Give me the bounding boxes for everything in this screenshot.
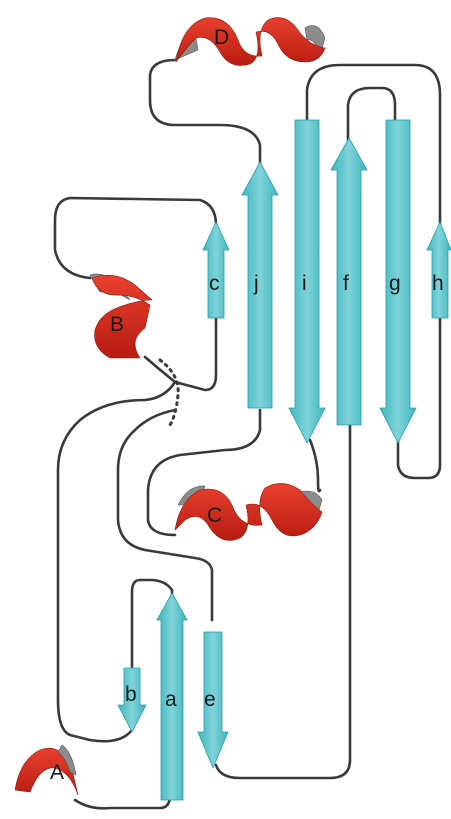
strand-e: e: [197, 631, 229, 770]
strand-c: c: [202, 221, 230, 319]
strand-i: i: [288, 119, 326, 444]
strand-label-a: a: [165, 688, 177, 711]
strand-label-b: b: [125, 683, 137, 706]
strand-f: f: [330, 137, 368, 426]
strand-a: a: [156, 592, 188, 801]
strand-label-e: e: [204, 688, 216, 711]
helix-label-A: A: [50, 761, 64, 784]
strand-label-j: j: [253, 272, 259, 295]
strand-label-g: g: [389, 272, 401, 295]
helix-D: D: [174, 17, 326, 66]
strand-g: g: [379, 119, 417, 444]
strand-h: h: [426, 220, 451, 319]
disordered-segment: [158, 358, 180, 427]
strand-label-h: h: [432, 272, 444, 295]
helix-label-D: D: [214, 26, 229, 49]
helix-label-B: B: [110, 313, 124, 336]
strand-label-i: i: [302, 272, 307, 295]
strand-j: j: [241, 161, 279, 409]
strand-label-c: c: [209, 272, 220, 295]
loop-connections: [53, 58, 442, 810]
strand-b: b: [117, 667, 147, 733]
helix-label-C: C: [207, 504, 222, 527]
helix-A: A: [14, 744, 79, 796]
helix-C: C: [174, 483, 323, 541]
helix-B: B: [89, 273, 153, 359]
strand-label-f: f: [343, 272, 349, 295]
